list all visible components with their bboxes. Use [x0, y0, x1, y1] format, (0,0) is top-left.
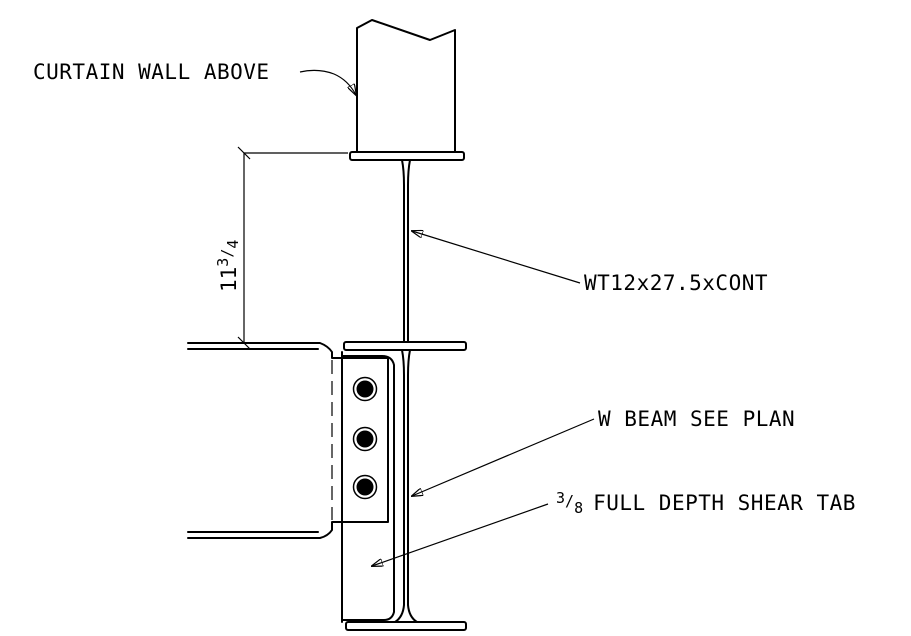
w-beam-section [343, 341, 467, 631]
shear-tab-leader [372, 503, 549, 566]
wt-section [349, 151, 465, 343]
wt-section-label: WT12x27.5xCONT [584, 271, 768, 295]
shear-tab-fraction-bar: / [565, 492, 574, 510]
dimension-fraction-num: 3 [214, 258, 232, 267]
w-beam-leader [412, 418, 595, 496]
bolt [352, 474, 378, 500]
dimension-line [237, 146, 348, 350]
framing-beam [187, 342, 389, 539]
dimension-fraction-den: 4 [224, 240, 242, 249]
shear-tab-fraction-num: 3 [556, 489, 565, 507]
shear-tab-fraction-den: 8 [574, 499, 583, 517]
dimension-value: 113/4 [214, 240, 242, 292]
bolt [352, 376, 378, 402]
w-beam-label: W BEAM SEE PLAN [598, 407, 795, 431]
curtain-wall-label: CURTAIN WALL ABOVE [33, 60, 270, 84]
bolt [352, 426, 378, 452]
dimension-whole: 11 [217, 267, 241, 292]
curtain-wall-leader [299, 69, 356, 95]
dimension-fraction-bar: / [218, 249, 236, 258]
bolt-group [352, 376, 378, 500]
wt-section-leader [412, 231, 581, 284]
curtain-wall-mullion [356, 19, 456, 153]
shear-tab-plate [341, 351, 395, 623]
shear-tab-label: 3/8 FULL DEPTH SHEAR TAB [556, 489, 856, 517]
shear-tab-text: FULL DEPTH SHEAR TAB [593, 491, 856, 515]
